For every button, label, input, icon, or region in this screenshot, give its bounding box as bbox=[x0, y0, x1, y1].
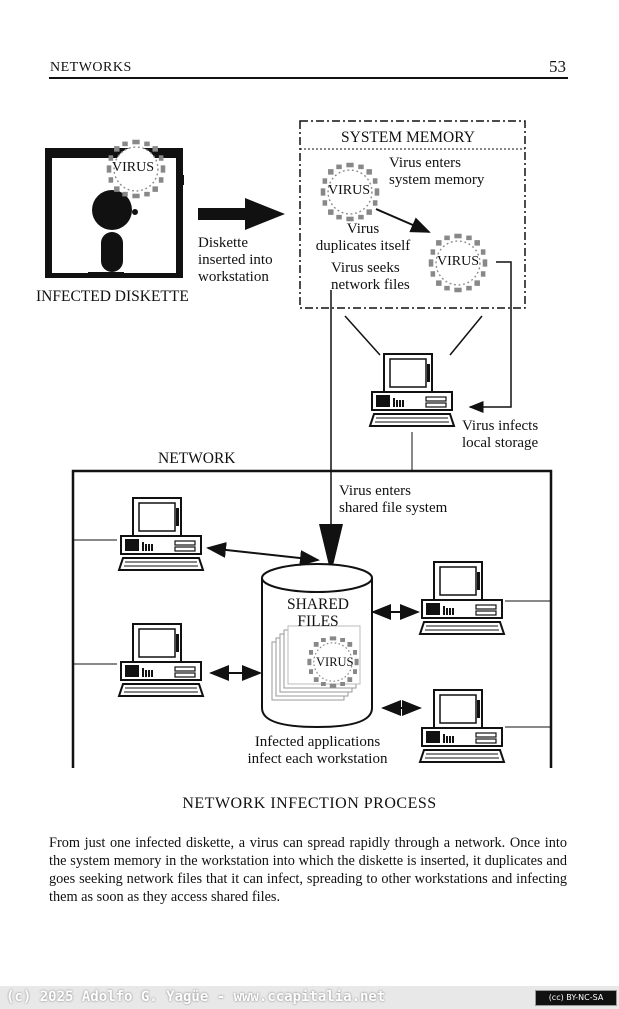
memory-virus-label-2: VIRUS bbox=[437, 254, 480, 269]
virus-enters-memory-label: Virus enters system memory bbox=[389, 155, 485, 188]
virus-infects-local-label: Virus infects local storage bbox=[462, 418, 539, 451]
credit-watermark: (c) 2025 Adolfo G. Yagüe - www.ccapitali… bbox=[6, 989, 386, 1005]
shared-files-label: SHARED FILES bbox=[286, 596, 349, 630]
page-number: 53 bbox=[549, 57, 566, 76]
workstation-icon bbox=[118, 497, 204, 571]
virus-duplicates-label: Virus duplicates itself bbox=[315, 221, 411, 254]
infected-apps-label: Infected applications infect each workst… bbox=[247, 734, 388, 767]
workstation-icon bbox=[419, 689, 505, 763]
diskette-virus-label: VIRUS bbox=[112, 160, 155, 175]
footer-bar bbox=[0, 986, 619, 1009]
figure-caption: NETWORK INFECTION PROCESS bbox=[182, 795, 437, 812]
diskette-note: Diskette inserted into workstation bbox=[198, 235, 273, 285]
license-badge: (cc) BY-NC-SA bbox=[535, 990, 617, 1006]
diskette-icon bbox=[45, 148, 184, 278]
memory-virus-label-1: VIRUS bbox=[328, 183, 371, 198]
system-memory-title: SYSTEM MEMORY bbox=[341, 129, 475, 146]
network-infection-diagram bbox=[45, 120, 553, 768]
system-memory-box bbox=[299, 120, 526, 309]
infected-diskette-label: INFECTED DISKETTE bbox=[36, 288, 189, 305]
shared-virus-label: VIRUS bbox=[316, 655, 354, 669]
body-paragraph: From just one infected diskette, a virus… bbox=[49, 835, 567, 905]
virus-seeks-label: Virus seeks network files bbox=[331, 260, 410, 293]
network-label: NETWORK bbox=[158, 450, 236, 467]
workstation-icon bbox=[369, 353, 455, 427]
network-box bbox=[71, 469, 553, 768]
header-rule bbox=[49, 77, 568, 79]
virus-enters-shared-label: Virus enters shared file system bbox=[339, 483, 448, 516]
insert-arrow-icon bbox=[198, 198, 285, 230]
workstation-icon bbox=[118, 623, 204, 697]
workstation-icon bbox=[419, 561, 505, 635]
running-header: NETWORKS bbox=[50, 60, 132, 75]
